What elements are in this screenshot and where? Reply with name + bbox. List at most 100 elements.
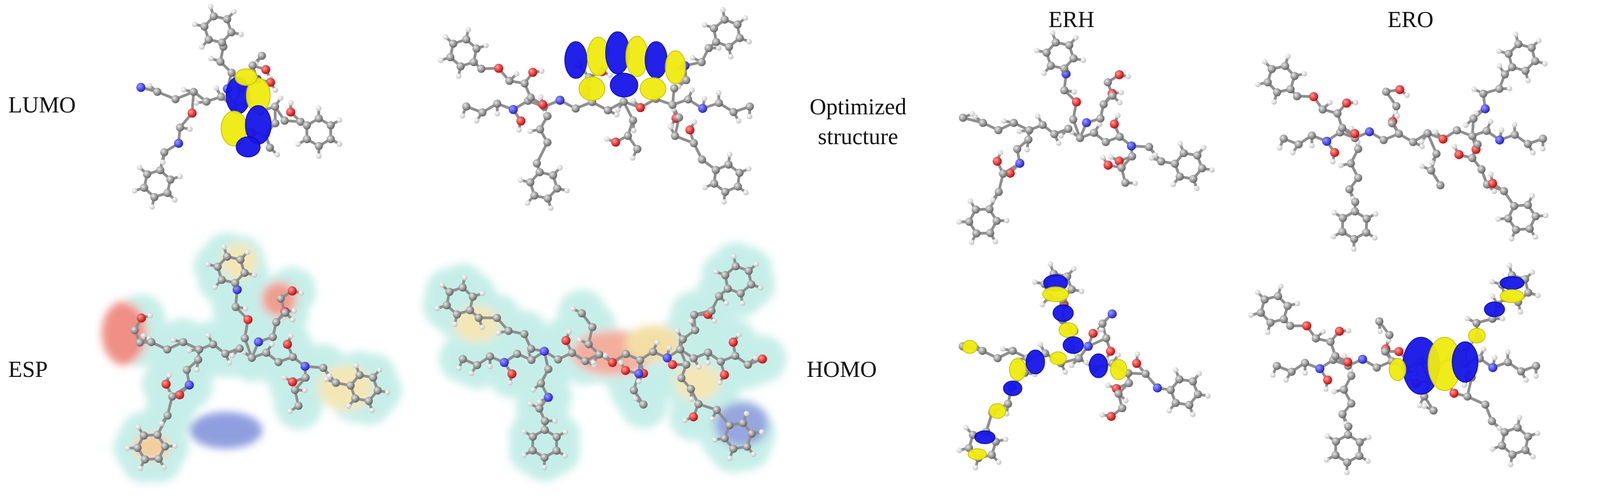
orbital-lobe [610, 72, 638, 97]
carbon-atom [1338, 409, 1347, 419]
nitrogen-atom [1081, 117, 1092, 128]
carbon-atom [716, 356, 725, 366]
nitrogen-atom [300, 361, 310, 371]
hydrogen-atom [996, 459, 1002, 465]
carbon-atom [485, 351, 495, 361]
hydrogen-atom [539, 68, 545, 74]
carbon-atom [747, 429, 756, 438]
carbon-atom [714, 291, 724, 301]
carbon-atom [1381, 347, 1390, 356]
carbon-atom [1500, 70, 1510, 79]
carbon-atom [1042, 48, 1051, 57]
hydrogen-atom [1039, 301, 1046, 308]
carbon-atom [725, 420, 734, 430]
carbon-atom [270, 102, 279, 111]
carbon-atom [1293, 92, 1302, 101]
carbon-atom [1185, 400, 1194, 409]
nitrogen-atom [1126, 141, 1137, 151]
hydrogen-atom [161, 464, 168, 470]
hydrogen-atom [1525, 77, 1531, 84]
nitrogen-atom [1152, 383, 1162, 393]
carbon-atom [1436, 181, 1445, 190]
nitrogen-atom [1480, 104, 1490, 114]
hydrogen-atom [1100, 154, 1106, 161]
carbon-atom [458, 283, 467, 292]
hydrogen-atom [465, 26, 472, 33]
carbon-atom [473, 360, 482, 369]
carbon-atom [368, 373, 378, 382]
carbon-atom [1157, 157, 1166, 166]
oxygen-atom [286, 107, 296, 117]
carbon-atom [1103, 78, 1112, 87]
hydrogen-atom [194, 366, 200, 373]
carbon-atom [143, 170, 152, 179]
carbon-atom [994, 126, 1003, 135]
hydrogen-atom [172, 443, 179, 449]
carbon-atom [1069, 115, 1078, 124]
carbon-atom [153, 87, 162, 96]
hydrogen-atom [137, 164, 143, 171]
hydrogen-atom [1083, 359, 1089, 365]
carbon-atom [1344, 422, 1353, 431]
hydrogen-atom [1530, 453, 1536, 460]
hydrogen-atom [1461, 382, 1468, 388]
carbon-atom [568, 348, 577, 357]
hydrogen-atom [630, 97, 636, 104]
hydrogen-atom [682, 417, 688, 424]
carbon-atom [682, 360, 691, 369]
hydrogen-atom [147, 312, 153, 319]
oxygen-atom [174, 390, 184, 400]
hydrogen-atom [1495, 216, 1501, 222]
oxygen-atom [758, 354, 768, 364]
carbon-atom [1349, 234, 1359, 244]
hydrogen-atom [487, 363, 493, 369]
carbon-atom [669, 83, 679, 93]
hydrogen-atom [666, 345, 672, 351]
hydrogen-atom [456, 365, 462, 371]
hydrogen-atom [229, 352, 236, 358]
hydrogen-atom [186, 347, 192, 354]
carbon-atom [248, 61, 257, 70]
carbon-atom [262, 348, 271, 357]
hydrogen-atom [1209, 167, 1215, 173]
hydrogen-atom [1062, 369, 1069, 375]
carbon-atom [442, 301, 452, 310]
hydrogen-atom [1270, 372, 1276, 378]
hydrogen-atom [1148, 155, 1155, 161]
molecule-homo [1248, 262, 1541, 475]
carbon-atom [1300, 358, 1310, 367]
carbon-atom [520, 329, 529, 339]
hydrogen-atom [207, 3, 214, 10]
carbon-atom [1198, 164, 1207, 173]
carbon-atom [742, 442, 752, 451]
oxygen-atom [719, 369, 730, 380]
carbon-atom [1279, 134, 1288, 143]
hydrogen-atom [630, 127, 637, 134]
carbon-atom [140, 455, 150, 464]
oxygen-atom [561, 335, 571, 346]
esp-patch [317, 364, 374, 411]
hydrogen-atom [742, 15, 748, 21]
carbon-atom [1075, 133, 1085, 143]
oxygen-atom [1114, 70, 1124, 80]
carbon-atom [153, 430, 162, 439]
hydrogen-atom [1327, 99, 1333, 106]
hydrogen-atom [1294, 300, 1300, 307]
carbon-atom [271, 118, 280, 128]
carbon-atom [1331, 351, 1340, 360]
carbon-atom [707, 306, 716, 315]
hydrogen-atom [1262, 58, 1268, 65]
carbon-atom [1504, 49, 1513, 58]
nitrogen-atom [508, 105, 519, 115]
hydrogen-atom [517, 177, 524, 183]
carbon-atom [543, 111, 552, 121]
carbon-atom [281, 308, 290, 317]
oxygen-atom [261, 65, 271, 75]
carbon-atom [1141, 369, 1150, 378]
carbon-atom [526, 93, 536, 102]
carbon-atom [156, 166, 165, 175]
carbon-atom [1127, 152, 1137, 161]
hydrogen-atom [746, 166, 752, 172]
carbon-atom [1523, 432, 1533, 441]
carbon-atom [1038, 120, 1047, 129]
